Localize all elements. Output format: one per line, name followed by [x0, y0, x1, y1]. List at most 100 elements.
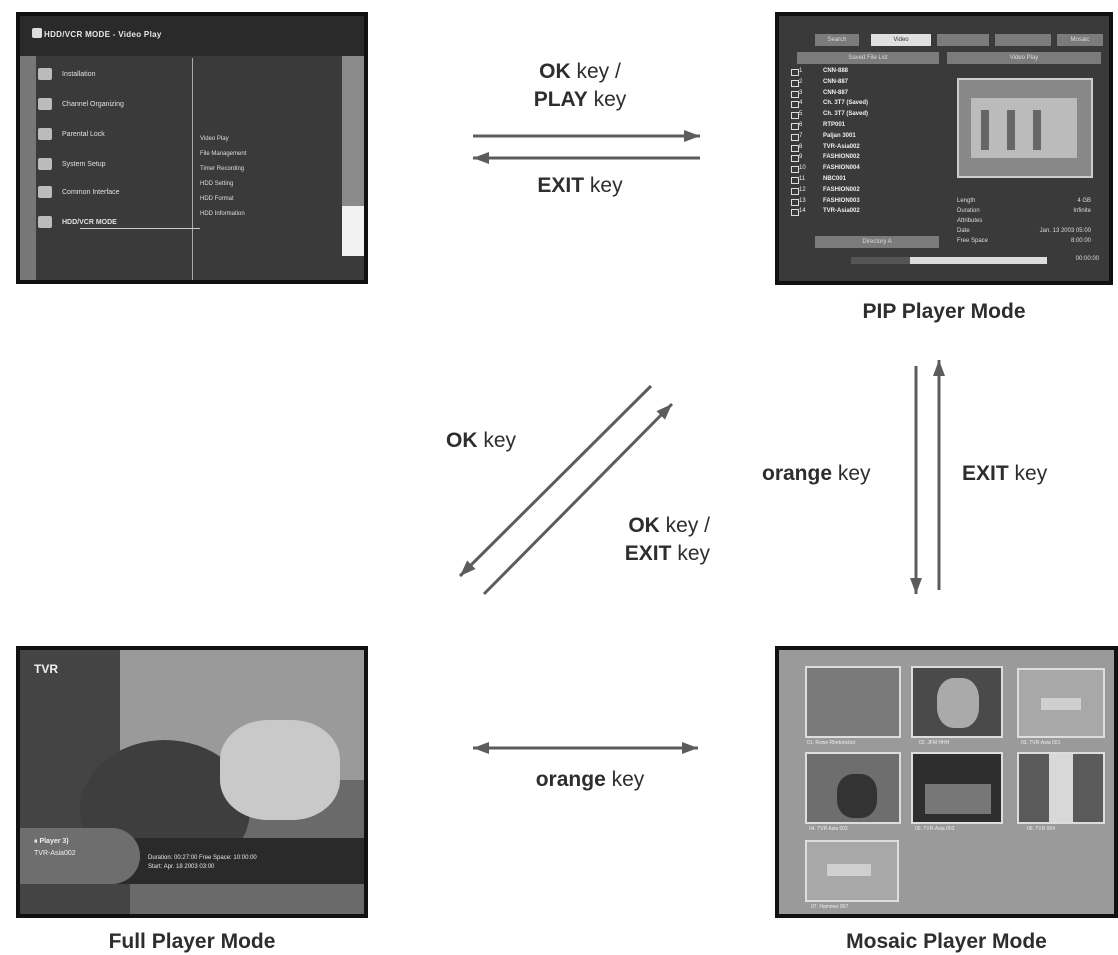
file-name: CNN-887 [823, 89, 849, 96]
file-name: TVR-Asia002 [823, 208, 860, 215]
player-panel-line1: ⏸ Player 3) [34, 838, 69, 845]
pip-value-length: 4 GB [1077, 198, 1091, 204]
menu-title: HDD/VCR MODE - Video Play [44, 30, 162, 39]
menu-item-installation: Installation [62, 70, 96, 78]
arrow-pip-to-full-head [460, 560, 476, 576]
mosaic-tile-6-caption: 06. TVR 004 [1027, 826, 1055, 832]
file-name: Ch. 3T7 (Saved) [823, 100, 869, 107]
file-number: 5 [799, 111, 803, 118]
status-line1: Duration: 00:27:00 Free Space: 10:00:00 [148, 855, 257, 861]
pip-preview-window [957, 78, 1093, 178]
file-number: 1 [799, 68, 803, 74]
status-line2: Start: Apr. 18 2003 03:00 [148, 864, 215, 870]
mosaic-tile-4 [805, 752, 901, 824]
mosaic-tile-7 [805, 840, 899, 902]
mosaic-tile-1 [805, 666, 901, 738]
channel-logo: TVR [34, 662, 58, 676]
pip-value-date: Jan. 13 2003 05:00 [1039, 228, 1091, 234]
menu-item-channel: Channel Organizing [62, 100, 124, 108]
label-exit3-rest: key [671, 542, 710, 565]
mosaic-tile-2-caption: 02. JFM HHH [919, 740, 950, 746]
file-icon [791, 166, 799, 174]
pip-info-free-space: Free Space [957, 238, 989, 244]
file-icon [791, 133, 799, 141]
caption-mosaic-player-mode: Mosaic Player Mode [846, 930, 1047, 953]
file-number: 2 [799, 78, 803, 85]
pip-info-length: Length [957, 198, 976, 204]
pip-player-screenshot: Search Video Mosaic Saved File List Vide… [775, 12, 1113, 285]
file-name: FASHION002 [823, 186, 860, 193]
full-player-screenshot: TVR ⏸ Player 3) TVR-Asia002 Duration: 00… [16, 646, 368, 918]
submenu-hdd-setting: HDD Setting [200, 181, 234, 187]
file-name: TVR-Asia002 [823, 143, 860, 150]
submenu-file-management: File Management [200, 151, 247, 157]
arrow-pip-to-menu-head [473, 152, 489, 164]
arrow-full-mosaic-tail-head [473, 742, 489, 754]
mosaic-player-screenshot: 01. Rowe Rhetoricbot 02. JFM HHH 03. TVR… [775, 646, 1118, 918]
file-name: NBC001 [823, 176, 847, 182]
pip-tab-4 [995, 34, 1051, 46]
pip-info-duration: Duration [957, 208, 980, 214]
mosaic-tile-3-caption: 03. TVR-Asia 001 [1021, 740, 1061, 746]
submenu-hdd-format: HDD Format [200, 196, 234, 202]
file-name: Paljan 3001 [823, 132, 856, 139]
lock-icon [38, 128, 52, 140]
file-number: 3 [799, 89, 803, 96]
channel-icon [38, 98, 52, 110]
menu-item-common: Common Interface [62, 188, 120, 196]
label-ok3-bold: OK [628, 514, 660, 537]
label-exit-key-top: EXIT key [520, 172, 640, 200]
submenu-video-play: Video Play [200, 136, 229, 142]
player-panel-line2: TVR-Asia002 [34, 850, 76, 857]
file-name: CNN-887 [823, 78, 849, 85]
label-play-bold: PLAY [533, 88, 588, 111]
label-ok-bold: OK [539, 60, 571, 83]
mosaic-tile-2 [911, 666, 1003, 738]
label-exit-key-vert: EXIT key [962, 460, 1047, 488]
pip-directory-button: Directory A [815, 236, 939, 248]
menu-item-hdd: HDD/VCR MODE [62, 218, 117, 226]
mosaic-tile-5 [911, 752, 1003, 824]
file-icon [791, 177, 799, 184]
label-ok-key-diag: OK key [446, 427, 516, 455]
file-number: 10 [799, 165, 806, 172]
menu-item-system: System Setup [62, 160, 106, 168]
pip-tab-search: Search [815, 34, 859, 46]
pip-progress-bar [851, 257, 1047, 264]
file-icon [791, 79, 799, 87]
installation-icon [38, 68, 52, 80]
mosaic-tile-7-caption: 07. Hammer 007 [811, 904, 849, 910]
pip-value-free-space: 8:00:00 [1070, 238, 1091, 244]
submenu-hdd-information: HDD Information [200, 211, 245, 217]
submenu-timer-recording: Timer Recording [200, 166, 245, 172]
pip-tab-3 [937, 34, 989, 46]
label-exit3-bold: EXIT [624, 542, 672, 565]
arrow-full-to-pip-head [656, 404, 672, 420]
caption-full-player-mode: Full Player Mode [108, 930, 276, 953]
arrow-menu-to-pip-head [684, 130, 700, 142]
pip-info-date: Date [957, 228, 970, 234]
interface-icon [38, 186, 52, 198]
label-ok-rest: key / [570, 60, 621, 83]
hdd-icon [38, 216, 52, 228]
pip-preview-header: Video Play [947, 52, 1101, 64]
menu-screen-screenshot: HDD/VCR MODE - Video Play Installation C… [16, 12, 368, 284]
file-name: RTP001 [823, 122, 846, 128]
caption-pip-player-mode: PIP Player Mode [862, 300, 1026, 323]
file-number: 13 [799, 197, 806, 204]
file-number: 6 [799, 122, 803, 128]
file-icon [791, 101, 799, 109]
arrow-mosaic-to-pip-head [933, 360, 945, 376]
pip-info-attributes: Attributes [957, 218, 983, 224]
mosaic-tile-3 [1017, 668, 1105, 738]
label-exit-top-rest: key [584, 174, 623, 197]
file-number: 12 [799, 186, 806, 193]
label-play-rest: key [587, 88, 627, 111]
pip-list-header: Saved File List [797, 52, 939, 64]
file-icon [791, 187, 799, 195]
mosaic-tile-1-caption: 01. Rowe Rhetoricbot [807, 740, 856, 746]
player-panel [20, 828, 140, 884]
file-number: 4 [799, 100, 803, 107]
file-name: CNN-888 [823, 68, 849, 74]
